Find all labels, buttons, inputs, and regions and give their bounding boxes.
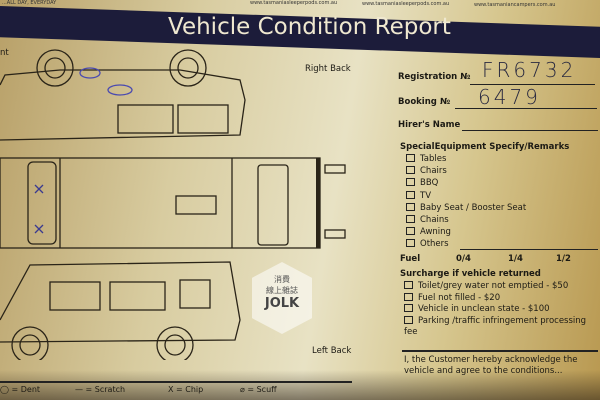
page-title: Vehicle Condition Report xyxy=(168,14,451,40)
checkbox[interactable] xyxy=(406,154,415,162)
item-label: Chains xyxy=(420,215,449,226)
equipment-list: Tables Chairs BBQ TV Baby Seat / Booster… xyxy=(406,153,526,251)
item-label: Chairs xyxy=(420,166,447,177)
declaration-text: I, the Customer hereby acknowledge the v… xyxy=(404,355,578,376)
legend-chip: X = Chip xyxy=(168,385,204,394)
left-back-label: Left Back xyxy=(312,346,352,356)
front-label: nt xyxy=(0,48,9,58)
right-side-view xyxy=(0,49,246,141)
top-view xyxy=(0,157,346,249)
registration-field[interactable]: FR6732 xyxy=(482,58,577,82)
equipment-baby-seat[interactable]: Baby Seat / Booster Seat xyxy=(406,202,526,214)
checkbox[interactable] xyxy=(406,178,415,187)
equipment-heading: SpecialEquipment Specify/Remarks xyxy=(400,142,570,152)
url: www.tasmaniasleeperpods.com.au xyxy=(250,0,338,6)
checkbox[interactable] xyxy=(406,202,415,211)
url: www.tasmaniasleeperpods.com.au xyxy=(362,1,450,7)
checkbox[interactable] xyxy=(406,239,415,248)
booking-field[interactable]: 6479 xyxy=(478,85,541,109)
item-label: Others xyxy=(420,239,449,250)
checkbox[interactable] xyxy=(406,166,415,175)
surcharge-parking[interactable]: Parking /traffic infringement processing… xyxy=(404,315,598,339)
hirer-label: Hirer's Name xyxy=(398,120,461,130)
item-label: Vehicle in unclean state - $100 xyxy=(418,304,550,314)
equipment-bbq[interactable]: BBQ xyxy=(406,177,526,189)
item-label: TV xyxy=(420,190,432,201)
booking-label: Booking № xyxy=(398,97,451,107)
legend-dent: ◯ = Dent xyxy=(0,385,41,394)
equipment-tables[interactable]: Tables xyxy=(406,153,526,165)
surcharge-heading: Surcharge if vehicle returned xyxy=(400,269,541,279)
equipment-awning[interactable]: Awning xyxy=(406,226,526,238)
checkbox[interactable] xyxy=(404,315,413,324)
item-label: Awning xyxy=(420,227,451,238)
left-side-view xyxy=(0,261,241,360)
checkbox[interactable] xyxy=(404,292,413,301)
url: www.tasmaniancampers.com.au xyxy=(474,2,556,8)
legend-scuff: ⌀ = Scuff xyxy=(240,385,277,394)
checkbox[interactable] xyxy=(406,215,415,224)
registration-label: Registration № xyxy=(398,72,471,82)
fuel-label: Fuel xyxy=(400,254,421,264)
damage-legend: ◯ = Dent — = Scratch X = Chip ⌀ = Scuff xyxy=(0,385,360,397)
vehicle-diagram xyxy=(0,49,346,360)
fuel-level-1[interactable]: 1/4 xyxy=(508,254,523,264)
equipment-chains[interactable]: Chains xyxy=(406,214,526,226)
item-label: Parking /traffic infringement processing… xyxy=(404,315,587,338)
fuel-level-2[interactable]: 1/2 xyxy=(556,254,571,264)
item-label: BBQ xyxy=(420,178,439,189)
equipment-others[interactable]: Others xyxy=(406,238,526,250)
hirer-field[interactable] xyxy=(462,130,598,131)
item-label: Baby Seat / Booster Seat xyxy=(420,202,527,213)
surcharge-unclean[interactable]: Vehicle in unclean state - $100 xyxy=(404,304,598,316)
legend-scratch: — = Scratch xyxy=(75,385,126,394)
checkbox[interactable] xyxy=(406,190,415,199)
surcharge-toilet[interactable]: Toilet/grey water not emptied - $50 xyxy=(404,281,598,293)
item-label: Fuel not filled - $20 xyxy=(418,292,501,303)
checkbox[interactable] xyxy=(406,227,415,236)
item-label: Toilet/grey water not emptied - $50 xyxy=(418,281,569,291)
surcharge-list: Toilet/grey water not emptied - $50 Fuel… xyxy=(404,281,598,339)
watermark-logo: 消費 線上雜誌 JOLK xyxy=(252,262,312,334)
equipment-tv[interactable]: TV xyxy=(406,190,526,202)
surcharge-fuel[interactable]: Fuel not filled - $20 xyxy=(404,292,598,305)
fuel-level-0[interactable]: 0/4 xyxy=(456,254,471,264)
checkbox[interactable] xyxy=(404,281,413,289)
right-back-label: Right Back xyxy=(305,64,351,74)
equipment-chairs[interactable]: Chairs xyxy=(406,165,526,177)
tagline: ...ALL DAY, EVERYDAY xyxy=(2,0,57,6)
checkbox[interactable] xyxy=(404,304,413,312)
item-label: Tables xyxy=(420,154,447,164)
top-strip: ...ALL DAY, EVERYDAY www.tasmaniasleeper… xyxy=(0,0,600,10)
